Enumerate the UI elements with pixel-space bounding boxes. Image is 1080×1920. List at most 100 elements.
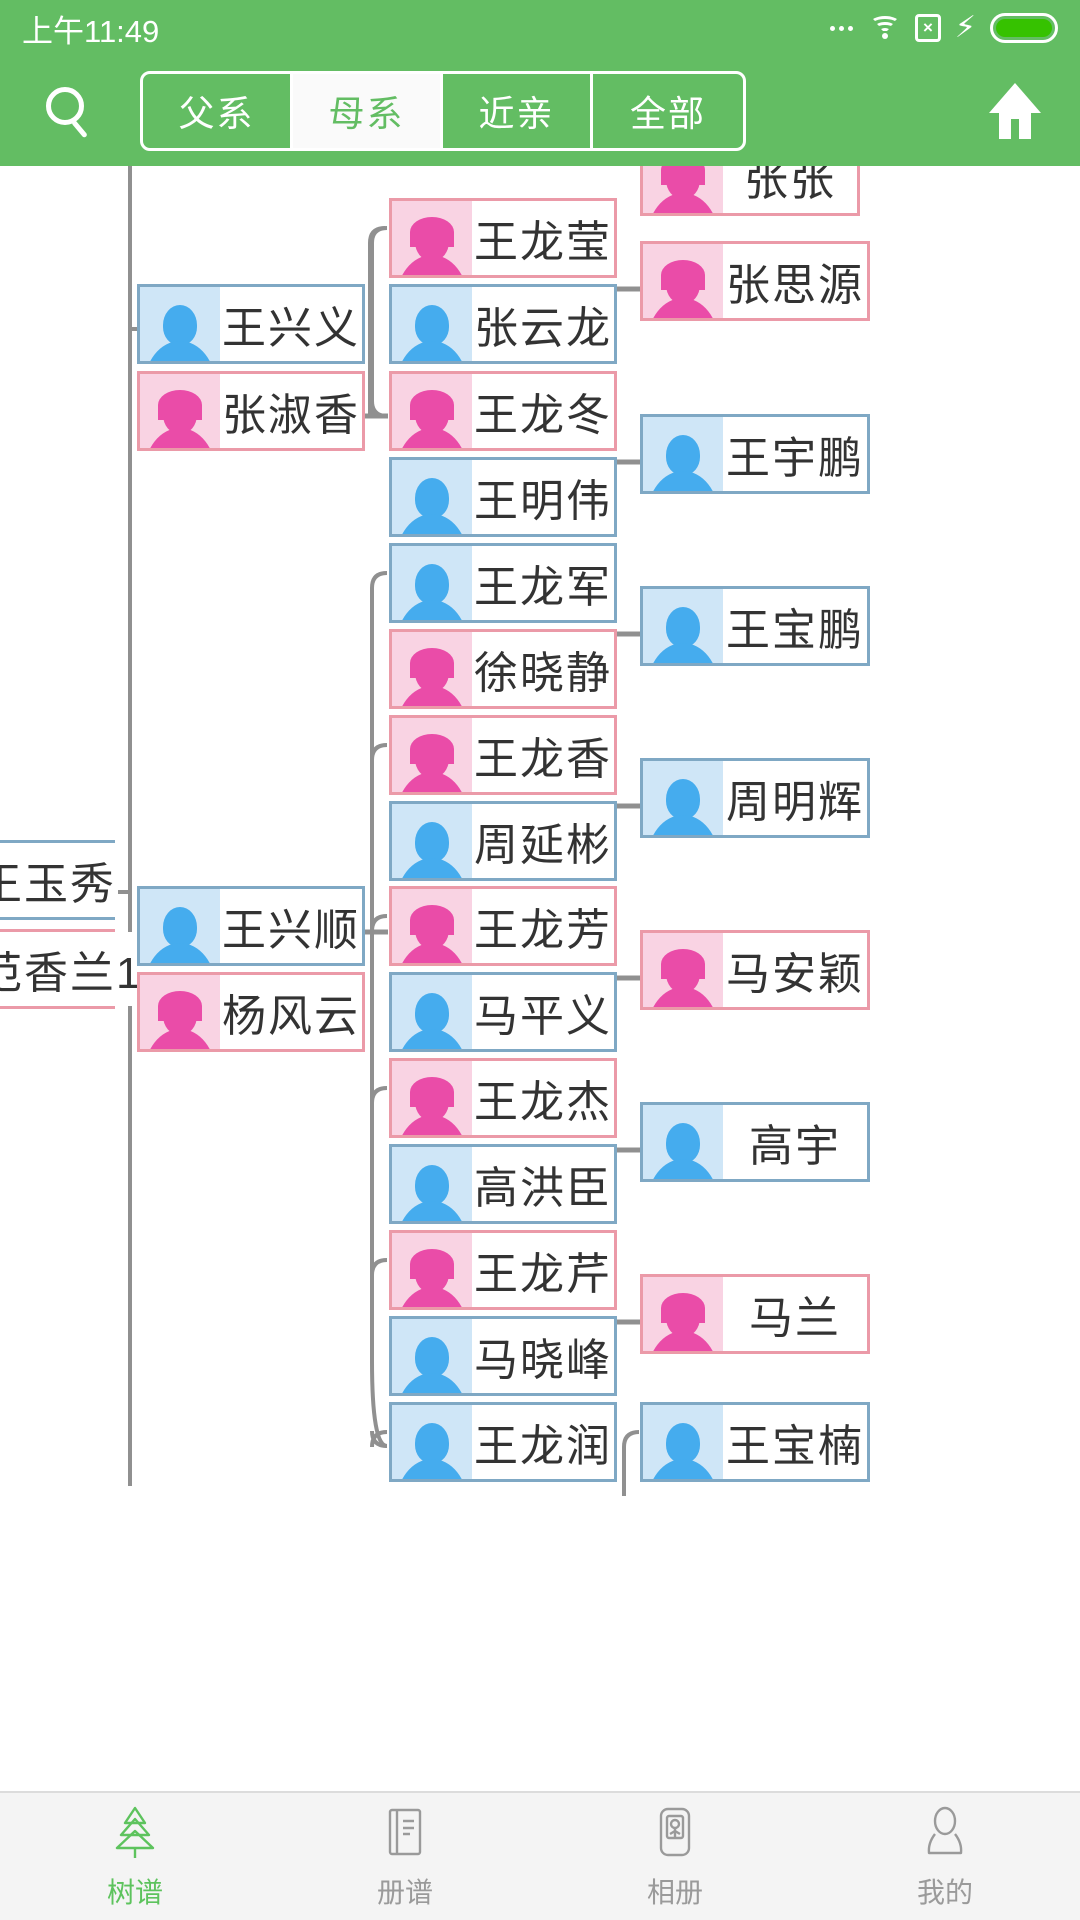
female-avatar-icon xyxy=(392,1233,472,1307)
nav-label-album: 相册 xyxy=(646,1876,703,1908)
battery-full-icon xyxy=(990,13,1058,43)
search-icon xyxy=(46,87,94,139)
person-name: 王宇鹏 xyxy=(723,417,867,491)
person-name: 徐晓静 xyxy=(472,632,614,706)
tab-close-relatives[interactable]: 近亲 xyxy=(443,74,593,148)
person-name: 马安颖 xyxy=(723,933,867,1007)
person-card[interactable]: 王龙芳 xyxy=(389,886,617,966)
person-card[interactable]: 马平义 xyxy=(389,972,617,1052)
person-card[interactable]: 徐晓静 xyxy=(389,629,617,709)
male-avatar-icon xyxy=(392,1319,472,1393)
female-avatar-icon xyxy=(392,718,472,792)
person-name: 张淑香 xyxy=(220,374,362,448)
male-avatar-icon xyxy=(140,287,220,361)
person-card[interactable]: 王龙润 xyxy=(389,1402,617,1482)
person-name: 王龙冬 xyxy=(472,374,614,448)
person-card[interactable]: 王明伟 xyxy=(389,457,617,537)
person-card[interactable]: 王龙杰 xyxy=(389,1058,617,1138)
person-card[interactable]: 王兴顺 xyxy=(137,886,365,966)
search-button[interactable] xyxy=(0,56,140,166)
person-card[interactable]: 周明辉 xyxy=(640,758,870,838)
status-icons: × ⚡ xyxy=(829,13,1058,43)
nav-label-tree: 树谱 xyxy=(106,1876,163,1908)
person-name: 马晓峰 xyxy=(472,1319,614,1393)
nav-label-book: 册谱 xyxy=(376,1876,433,1908)
nav-label-mine: 我的 xyxy=(916,1876,973,1908)
male-avatar-icon xyxy=(643,589,723,663)
person-name: 王明伟 xyxy=(472,460,614,534)
nav-item-album[interactable]: 相册 xyxy=(540,1803,810,1911)
person-icon xyxy=(927,1806,963,1854)
nav-item-book[interactable]: 册谱 xyxy=(270,1803,540,1911)
person-card[interactable]: 周延彬 xyxy=(389,801,617,881)
person-name: 马平义 xyxy=(472,975,614,1049)
person-card[interactable]: 张云龙 xyxy=(389,284,617,364)
person-card[interactable]: 马兰 xyxy=(640,1274,870,1354)
nav-item-tree[interactable]: 树谱 xyxy=(0,1803,270,1911)
male-avatar-icon xyxy=(643,1105,723,1179)
home-button[interactable] xyxy=(950,56,1080,166)
female-avatar-icon xyxy=(643,244,723,318)
person-name: 张张 xyxy=(723,166,857,213)
person-name: 范香兰1 xyxy=(0,932,143,1006)
person-card[interactable]: 马安颖 xyxy=(640,930,870,1010)
bottom-navigation: 树谱 册谱 相册 xyxy=(0,1791,1080,1920)
person-name: 周延彬 xyxy=(472,804,614,878)
person-card[interactable]: 高宇 xyxy=(640,1102,870,1182)
person-name: 高洪臣 xyxy=(472,1147,614,1221)
female-avatar-icon xyxy=(392,889,472,963)
male-avatar-icon xyxy=(392,460,472,534)
person-card[interactable]: 王龙香 xyxy=(389,715,617,795)
lineage-tab-group: 父系 母系 近亲 全部 xyxy=(140,71,746,151)
person-name: 杨风云 xyxy=(220,975,362,1049)
person-card[interactable]: 王龙冬 xyxy=(389,371,617,451)
person-card[interactable]: 王兴义 xyxy=(137,284,365,364)
female-avatar-icon xyxy=(643,166,723,213)
person-name: 高宇 xyxy=(723,1105,867,1179)
more-dots-icon xyxy=(829,25,853,31)
person-card[interactable]: 杨风云 xyxy=(137,972,365,1052)
person-card[interactable]: 马晓峰 xyxy=(389,1316,617,1396)
person-card[interactable]: 王宝楠 xyxy=(640,1402,870,1482)
nav-item-mine[interactable]: 我的 xyxy=(810,1803,1080,1911)
person-name: 王龙香 xyxy=(472,718,614,792)
person-card[interactable]: 王龙莹 xyxy=(389,198,617,278)
person-name: 马兰 xyxy=(723,1277,867,1351)
person-name: 王龙莹 xyxy=(472,201,614,275)
female-avatar-icon xyxy=(392,374,472,448)
person-name: 王兴顺 xyxy=(220,889,362,963)
sim-x-icon: × xyxy=(914,14,941,42)
person-card[interactable]: 王宝鹏 xyxy=(640,586,870,666)
person-name: 王龙润 xyxy=(472,1405,614,1479)
male-avatar-icon xyxy=(643,1405,723,1479)
female-avatar-icon xyxy=(643,933,723,1007)
person-card[interactable]: 范香兰1 xyxy=(0,929,143,1009)
top-bar: 父系 母系 近亲 全部 xyxy=(0,56,1080,166)
family-tree-canvas[interactable]: 张张王玉秀范香兰1王兴义张淑香王兴顺杨风云王龙莹张云龙王龙冬王明伟王龙军徐晓静王… xyxy=(0,166,1080,1791)
tab-paternal[interactable]: 父系 xyxy=(143,74,293,148)
person-card[interactable]: 张淑香 xyxy=(137,371,365,451)
person-card[interactable]: 张张 xyxy=(640,166,860,216)
person-card[interactable]: 高洪臣 xyxy=(389,1144,617,1224)
person-card[interactable]: 王龙军 xyxy=(389,543,617,623)
male-avatar-icon xyxy=(392,546,472,620)
male-avatar-icon xyxy=(392,1405,472,1479)
person-name: 王兴义 xyxy=(220,287,362,361)
tab-maternal[interactable]: 母系 xyxy=(293,74,443,148)
person-card[interactable]: 王玉秀 xyxy=(0,840,116,920)
female-avatar-icon xyxy=(392,632,472,706)
male-avatar-icon xyxy=(392,287,472,361)
person-card[interactable]: 王宇鹏 xyxy=(640,414,870,494)
person-card[interactable]: 王龙芹 xyxy=(389,1230,617,1310)
female-avatar-icon xyxy=(140,374,220,448)
person-name: 王宝鹏 xyxy=(723,589,867,663)
tree-icon xyxy=(115,1806,155,1858)
female-avatar-icon xyxy=(392,1061,472,1135)
tab-all[interactable]: 全部 xyxy=(629,93,706,134)
person-name: 王龙军 xyxy=(472,546,614,620)
person-name: 王宝楠 xyxy=(723,1405,867,1479)
person-name: 张思源 xyxy=(723,244,867,318)
male-avatar-icon xyxy=(392,1147,472,1221)
person-card[interactable]: 张思源 xyxy=(640,241,870,321)
